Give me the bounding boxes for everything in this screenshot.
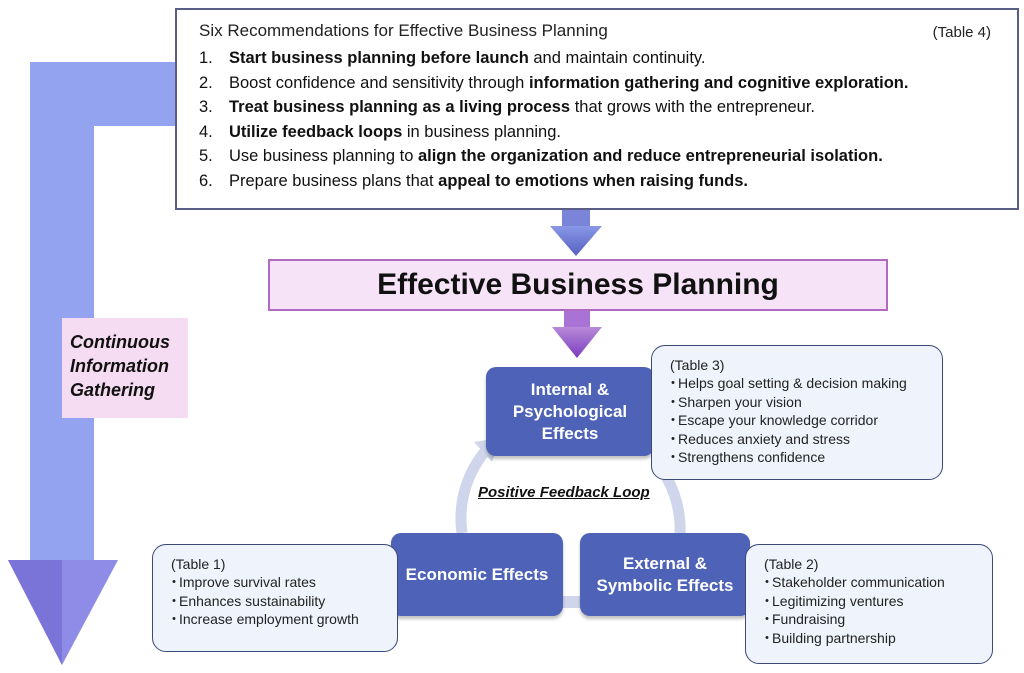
recommendation-item: 1.Start business planning before launch …	[199, 49, 706, 67]
down-arrow-recommendations	[550, 226, 602, 256]
recommendation-item: 3.Treat business planning as a living pr…	[199, 98, 816, 116]
list-item: Fundraising	[764, 610, 982, 629]
table1-ref: (Table 1)	[171, 556, 226, 572]
table3-ref: (Table 3)	[670, 357, 725, 373]
list-item: Strengthens confidence	[670, 448, 932, 467]
recommendation-item: 5.Use business planning to align the org…	[199, 147, 883, 165]
effective-business-planning-title: Effective Business Planning	[268, 259, 888, 311]
recommendations-table-ref: (Table 4)	[932, 24, 991, 41]
recommendation-item: 4.Utilize feedback loops in business pla…	[199, 122, 561, 141]
list-item: Improve survival rates	[171, 573, 387, 592]
table2-note: (Table 2) Stakeholder communication Legi…	[745, 544, 993, 664]
continuous-gathering-arrow	[30, 62, 176, 560]
list-item: Legitimizing ventures	[764, 592, 982, 611]
list-item: Reduces anxiety and stress	[670, 430, 932, 449]
list-item: Building partnership	[764, 629, 982, 648]
down-arrow-effects	[552, 327, 602, 358]
feedback-loop-arc	[455, 444, 493, 534]
table1-note: (Table 1) Improve survival rates Enhance…	[152, 544, 398, 652]
recommendation-item: 6.Prepare business plans that appeal to …	[199, 171, 749, 190]
continuous-information-gathering-label: Continuous Information Gathering	[62, 318, 188, 418]
list-item: Helps goal setting & decision making	[670, 374, 932, 393]
list-item: Sharpen your vision	[670, 393, 932, 412]
positive-feedback-loop-label: Positive Feedback Loop	[478, 484, 650, 501]
list-item: Increase employment growth	[171, 610, 387, 629]
list-item: Stakeholder communication	[764, 573, 982, 592]
external-symbolic-effects-box: External & Symbolic Effects	[580, 533, 750, 616]
recommendations-title: Six Recommendations for Effective Busine…	[199, 21, 608, 40]
internal-psychological-effects-box: Internal & Psychological Effects	[486, 367, 654, 456]
list-item: Escape your knowledge corridor	[670, 411, 932, 430]
recommendations-list: 1.Start business planning before launch …	[199, 46, 999, 193]
list-item: Enhances sustainability	[171, 592, 387, 611]
recommendation-item: 2.Boost confidence and sensitivity throu…	[199, 73, 909, 92]
recommendations-box: Six Recommendations for Effective Busine…	[175, 8, 1019, 210]
economic-effects-box: Economic Effects	[391, 533, 563, 616]
table2-ref: (Table 2)	[764, 556, 819, 572]
table3-note: (Table 3) Helps goal setting & decision …	[651, 345, 943, 480]
